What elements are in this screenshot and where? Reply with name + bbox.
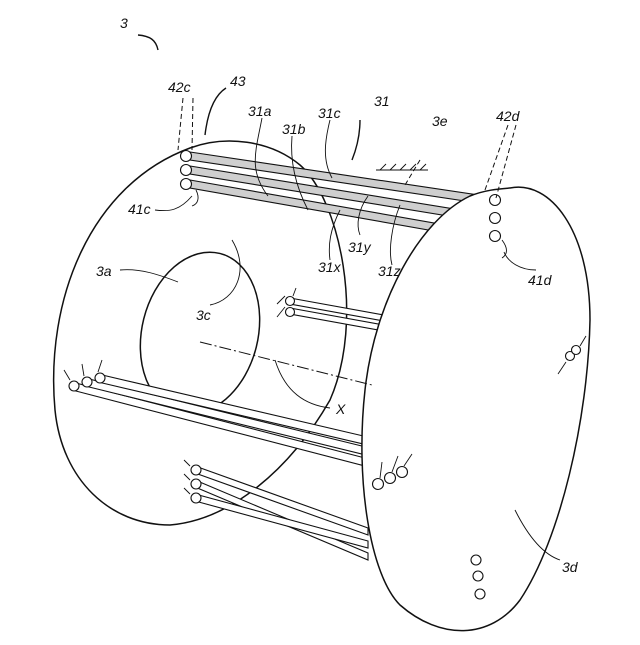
label-42c: 42c	[168, 79, 191, 95]
label-3e: 3e	[432, 113, 448, 129]
label-31y: 31y	[348, 239, 372, 255]
label-3d: 3d	[562, 559, 579, 575]
label-31x: 31x	[318, 259, 342, 275]
label-3a: 3a	[96, 263, 112, 279]
label-31: 31	[374, 93, 390, 109]
label-41c: 41c	[128, 201, 151, 217]
label-31c: 31c	[318, 105, 341, 121]
label-31a: 31a	[248, 103, 272, 119]
label-3c: 3c	[196, 307, 211, 323]
label-31z: 31z	[378, 263, 401, 279]
label-axis-x: X	[335, 401, 346, 417]
label-41d: 41d	[528, 272, 553, 288]
reference-ground	[376, 164, 428, 170]
label-assembly: 3	[120, 15, 128, 31]
label-31b: 31b	[282, 121, 306, 137]
label-42d: 42d	[496, 108, 521, 124]
label-43: 43	[230, 73, 246, 89]
